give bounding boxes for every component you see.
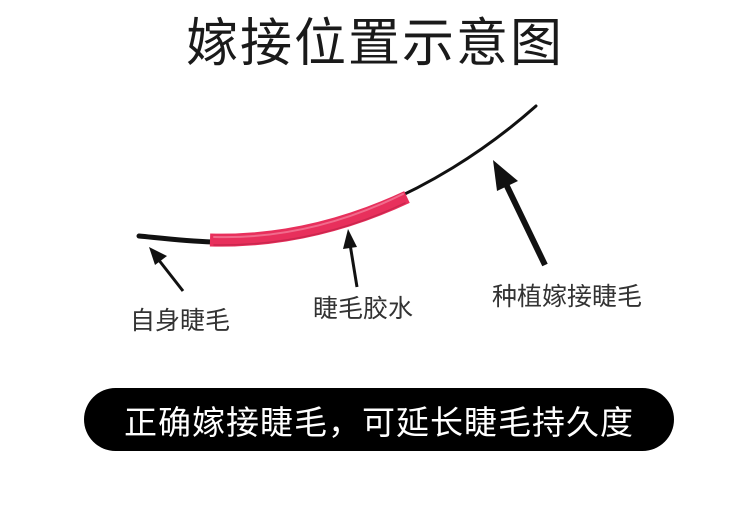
glue-arrow: [343, 229, 359, 288]
natural-lash-line: [136, 233, 215, 245]
natural-lash-label: 自身睫毛: [130, 306, 231, 335]
banner-text: 正确嫁接睫毛，可延长睫毛持久度: [124, 402, 634, 442]
glue-shadow: [213, 202, 406, 246]
lash-glue-label: 睫毛胶水: [313, 294, 414, 323]
conclusion-banner: 正确嫁接睫毛，可延长睫毛持久度: [84, 388, 674, 451]
extension-lash-label: 种植嫁接睫毛: [492, 282, 643, 311]
glue-highlight: [213, 193, 404, 239]
glue-coating: [209, 191, 410, 247]
natural-lash-arrow: [149, 247, 185, 292]
diagram-title: 嫁接位置示意图: [185, 14, 564, 74]
extension-lash-arrow: [493, 160, 548, 267]
extension-lash-line: [193, 104, 538, 244]
